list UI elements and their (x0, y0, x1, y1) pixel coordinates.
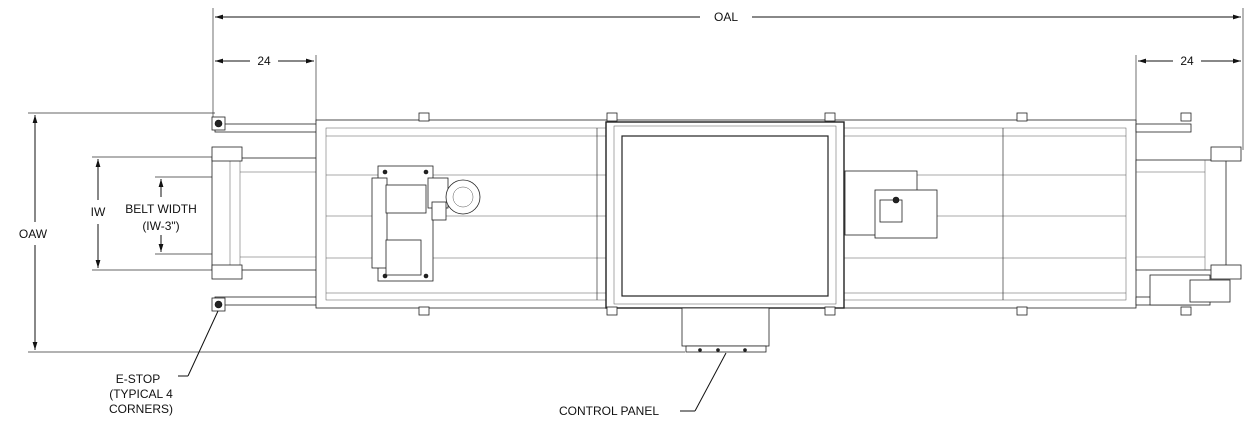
iw-dimension: IW (91, 156, 215, 271)
e-stop-label: E-STOP (116, 372, 160, 386)
motor (844, 170, 938, 239)
iw-label: IW (91, 205, 106, 219)
conveyor-body (211, 112, 1242, 353)
e-stop-note-line2: CORNERS) (109, 402, 173, 416)
oaw-label: OAW (19, 227, 48, 241)
mounting-tabs (418, 112, 1192, 316)
belt-width-formula-label: (IW-3") (142, 219, 179, 233)
right-end-dimension: 24 (1135, 54, 1241, 122)
e-stop-callout: E-STOP (TYPICAL 4 CORNERS) (109, 310, 219, 416)
oal-dimension: OAL (212, 8, 1244, 150)
control-panel-label: CONTROL PANEL (559, 404, 659, 418)
e-stop-buttons (211, 116, 226, 312)
roller-bearings (211, 146, 1242, 280)
oaw-dimension: OAW (19, 112, 685, 353)
gearbox (371, 165, 481, 282)
control-panel-box (681, 307, 770, 353)
belt-width-label: BELT WIDTH (125, 202, 197, 216)
left-end-length-label: 24 (257, 54, 271, 68)
left-end-dimension: 24 (215, 54, 317, 122)
right-end-length-label: 24 (1180, 54, 1194, 68)
belt-width-dimension: BELT WIDTH (IW-3") (125, 176, 215, 255)
oal-label: OAL (714, 10, 738, 24)
e-stop-note-line1: (TYPICAL 4 (109, 387, 173, 401)
control-panel-callout: CONTROL PANEL (559, 352, 727, 418)
